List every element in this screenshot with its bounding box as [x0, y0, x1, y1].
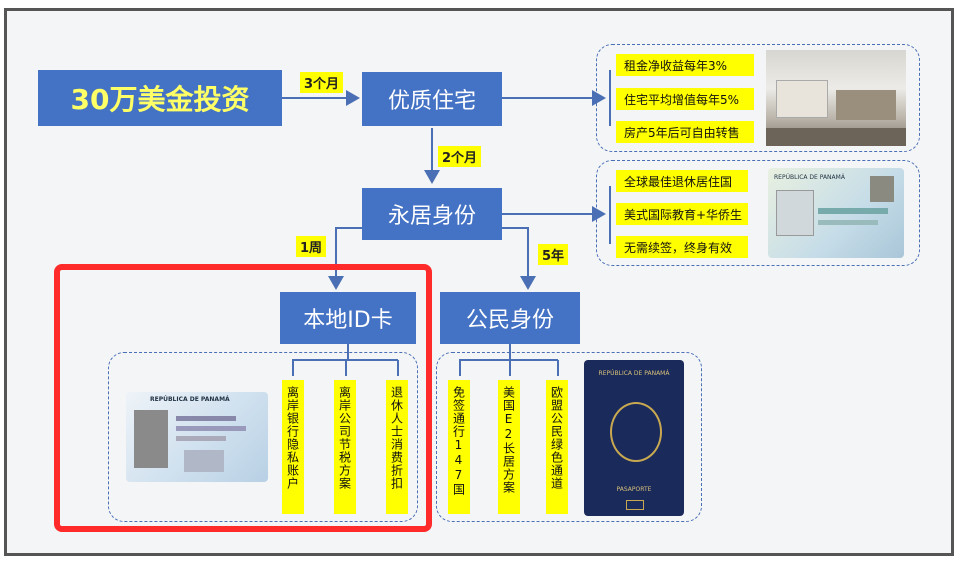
citizen-benefit-3: 欧盟公民绿色通道	[546, 380, 568, 514]
node-investment: 30万美金投资	[38, 70, 282, 126]
local-id-benefit-1: 离岸银行隐私账户	[282, 380, 304, 514]
edge-label-1week: 1周	[296, 236, 327, 257]
panama-id-card-image: REPÚBLICA DE PANAMÁ	[126, 392, 268, 482]
permanent-benefit-1: 全球最佳退休居住国	[616, 170, 748, 192]
residence-card-image: REPÚBLICA DE PANAMÁ	[768, 168, 904, 258]
coat-of-arms-icon	[610, 402, 662, 462]
node-local-id: 本地ID卡	[280, 292, 416, 344]
permanent-benefit-3: 无需续签，终身有效	[616, 236, 748, 258]
citizen-benefits-group	[436, 352, 702, 522]
local-id-benefits-group	[108, 352, 418, 522]
citizen-benefit-2: 美国E2长居方案	[498, 380, 520, 514]
edge-label-2months: 2个月	[438, 146, 482, 167]
residence-card-republic-text: REPÚBLICA DE PANAMÁ	[774, 174, 845, 181]
panama-passport-image: REPÚBLICA DE PANAMÁ PASAPORTE	[584, 360, 684, 516]
node-residence: 优质住宅	[362, 72, 502, 126]
node-citizen: 公民身份	[440, 292, 580, 344]
citizen-benefit-1: 免签通行147国	[448, 380, 470, 514]
residence-benefit-3: 房产5年后可自由转售	[616, 121, 754, 143]
id-card-republic-text: REPÚBLICA DE PANAMÁ	[150, 396, 230, 403]
highlight-box	[54, 264, 432, 532]
passport-republic-text: REPÚBLICA DE PANAMÁ	[598, 370, 670, 377]
permanent-benefit-2: 美式国际教育+华侨生	[616, 203, 748, 225]
passport-title-text: PASAPORTE	[616, 486, 652, 493]
residence-benefit-2: 住宅平均增值每年5%	[616, 88, 754, 110]
node-permanent: 永居身份	[362, 188, 502, 240]
residence-benefit-1: 租金净收益每年3%	[616, 54, 754, 76]
interior-photo	[766, 50, 906, 146]
local-id-benefit-3: 退休人士消费折扣	[386, 380, 408, 514]
permanent-benefits-group	[596, 160, 920, 266]
residence-benefits-group	[596, 44, 920, 152]
edge-label-3months: 3个月	[300, 72, 344, 93]
local-id-benefit-2: 离岸公司节税方案	[334, 380, 356, 514]
chip-icon	[626, 500, 644, 510]
edge-label-5years: 5年	[538, 244, 569, 265]
